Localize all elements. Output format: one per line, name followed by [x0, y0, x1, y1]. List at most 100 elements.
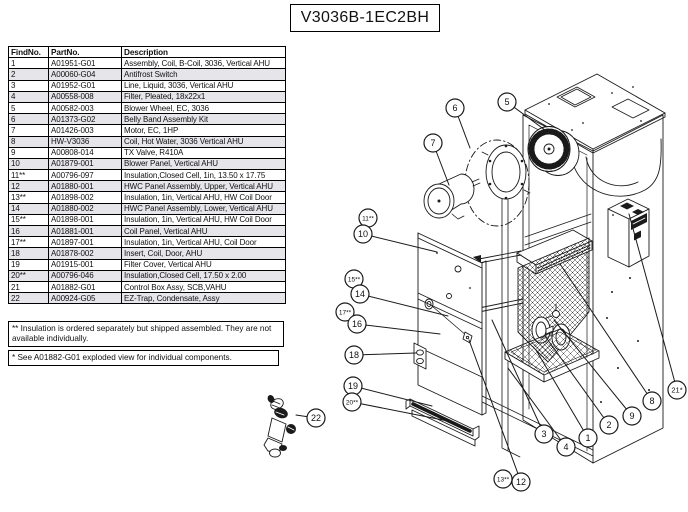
filter-cover-drawing: [406, 399, 479, 446]
callout-18-balloon: 18: [345, 346, 363, 364]
callout-5-balloon: 5: [498, 93, 516, 111]
row-description: Blower Wheel, EC, 3036: [121, 101, 286, 115]
row-description: Control Box Assy, SCB,VAHU: [121, 280, 286, 294]
row-description: Line, Liquid, 3036, Vertical AHU: [121, 79, 286, 92]
row-partno: A00796-046: [48, 269, 122, 282]
insulation-note-box: ** Insulation is ordered separately but …: [8, 321, 284, 347]
row-description: Coil, Hot Water, 3036 Vertical AHU: [121, 135, 286, 148]
leader-line-3: [492, 320, 544, 434]
row-findno: 4: [8, 90, 49, 103]
callout-19-balloon: 19: [344, 377, 362, 395]
callout-label: 17**: [339, 309, 352, 316]
callout-1-balloon: 1: [579, 429, 597, 447]
row-findno: 11**: [8, 169, 49, 182]
row-partno: A01373-G02: [48, 113, 122, 126]
callout-label: 9: [629, 411, 634, 421]
callout-label: 22: [311, 413, 321, 423]
row-description: Filter Cover, Vertical AHU: [121, 258, 286, 271]
page-title: V3036B-1EC2BH: [300, 9, 430, 26]
callout-7-balloon: 7: [424, 134, 442, 152]
row-partno: A01952-G01: [48, 79, 122, 92]
row-findno: 15**: [8, 213, 49, 227]
callout-label: 3: [541, 429, 546, 439]
callout-16-balloon: 16: [348, 315, 366, 333]
callout-label: 15**: [348, 276, 361, 283]
leader-line-1: [536, 350, 588, 438]
model-title-box: V3036B-1EC2BH: [290, 4, 440, 32]
callout-2-balloon: 2: [600, 416, 618, 434]
callout-label: 10: [358, 229, 368, 239]
callout-11-balloon: 11**: [359, 209, 377, 227]
row-findno: 16: [8, 224, 49, 238]
leader-line-12: [469, 340, 521, 482]
row-partno: A01879-001: [48, 157, 122, 171]
row-partno: A01897-001: [48, 236, 122, 249]
drain-pan-drawing: [505, 329, 599, 382]
leader-line-10: [363, 234, 437, 252]
coil-door-insert-drawing: [414, 343, 426, 369]
row-description: EZ-Trap, Condensate, Assy: [121, 292, 286, 305]
callout-label: 11**: [362, 215, 374, 222]
insulation-note-text: ** Insulation is ordered separately but …: [12, 324, 272, 343]
callout-label: 2: [606, 420, 611, 430]
control-box-note-box: * See A01882-G01 exploded view for indiv…: [8, 350, 279, 366]
rivet-dots: [600, 246, 650, 403]
row-findno: 21: [8, 280, 49, 294]
callout-21-balloon: 21*: [668, 381, 686, 399]
row-partno: A00558-008: [48, 90, 122, 103]
row-partno: HW-V3036: [48, 135, 122, 148]
motor-drawing: [424, 174, 480, 219]
row-findno: 19: [8, 258, 49, 271]
callout-4-balloon: 4: [557, 438, 575, 456]
row-description: HWC Panel Assembly, Upper, Vertical AHU: [121, 180, 286, 193]
row-description: Insulation, 1in, Vertical AHU, HW Coil D…: [121, 191, 286, 204]
row-description: Insert, Coil, Door, AHU: [121, 247, 286, 260]
callout-label: 7: [430, 138, 435, 148]
row-partno: A01880-002: [48, 202, 122, 215]
row-partno: A01426-003: [48, 124, 122, 137]
row-description: Assembly, Coil, B-Coil, 3036, Vertical A…: [121, 57, 286, 70]
row-partno: A00924-G05: [48, 292, 122, 305]
leader-line-19: [353, 386, 432, 406]
leader-line-4: [508, 368, 566, 447]
row-findno: 3: [8, 79, 49, 92]
row-findno: 12: [8, 180, 49, 193]
row-findno: 20**: [8, 269, 49, 282]
row-description: Filter, Pleated, 18x22x1: [121, 90, 286, 103]
callout-label: 20**: [346, 399, 359, 406]
row-findno: 8: [8, 135, 49, 148]
row-partno: A01881-001: [48, 224, 122, 238]
row-findno: 14: [8, 202, 49, 215]
callout-label: 4: [563, 442, 568, 452]
leader-line-18: [354, 353, 416, 355]
leader-line-21: [629, 214, 677, 390]
row-partno: A01915-001: [48, 258, 122, 271]
callout-label: 1: [585, 433, 590, 443]
leader-line-14: [360, 294, 448, 316]
leader-line-8: [560, 264, 652, 401]
door-panels-drawing: [414, 233, 486, 415]
callout-9-balloon: 9: [623, 407, 641, 425]
row-findno: 22: [8, 292, 49, 305]
row-partno: A00582-003: [48, 101, 122, 115]
row-description: Motor, EC, 1HP: [121, 124, 286, 137]
row-partno: A00060-G04: [48, 68, 122, 81]
row-findno: 2: [8, 68, 49, 81]
callout-8-balloon: 8: [643, 392, 661, 410]
row-description: HWC Panel Assembly, Lower, Vertical AHU: [121, 202, 286, 215]
control-box-drawing: [608, 199, 649, 267]
mounting-ring-drawing: [482, 145, 530, 200]
gasket-strip-drawing: [413, 404, 470, 431]
callout-label: 13**: [497, 476, 510, 483]
